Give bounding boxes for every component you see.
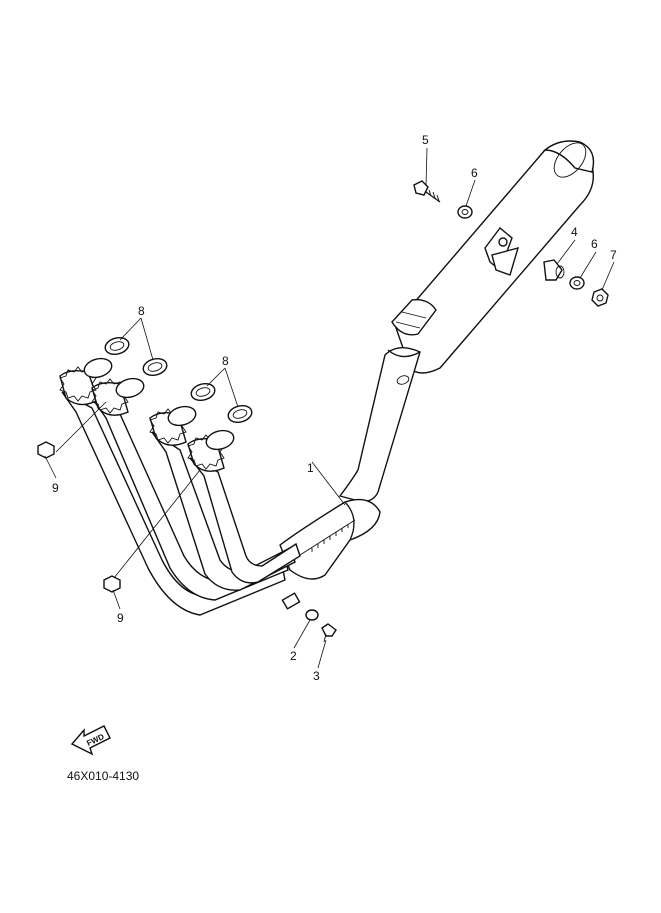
leader-lines [44, 147, 615, 669]
callout-5: 5 [422, 133, 429, 147]
callout-2: 2 [290, 649, 297, 663]
collector [279, 498, 381, 580]
callout-6-upper: 6 [471, 166, 478, 180]
diagram-code: 46X010-4130 [67, 769, 139, 783]
connecting-pipe [338, 347, 421, 503]
callout-7: 7 [610, 248, 617, 262]
callout-1: 1 [307, 461, 314, 475]
callout-3: 3 [313, 669, 320, 683]
callout-9-left: 9 [52, 481, 59, 495]
callout-8-left: 8 [138, 304, 145, 318]
callout-8-right: 8 [222, 354, 229, 368]
callout-6-right: 6 [591, 237, 598, 251]
muffler [391, 140, 595, 374]
callout-4: 4 [571, 225, 578, 239]
header-pipes [59, 357, 301, 616]
hardware [305, 180, 609, 643]
gaskets [104, 336, 253, 424]
forward-arrow-icon: FWD [70, 725, 111, 756]
callout-9-lower: 9 [117, 611, 124, 625]
flange-nuts [37, 441, 121, 593]
